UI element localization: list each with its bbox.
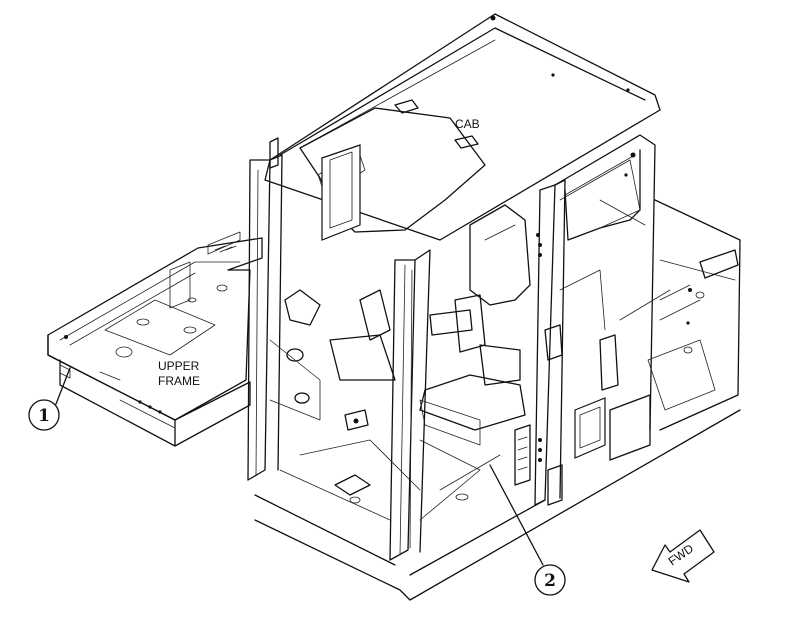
callout-2: 2	[489, 464, 566, 596]
cab-drawing	[247, 13, 741, 601]
callout-1-number: 1	[38, 406, 50, 426]
upper-frame-label-line1: UPPER	[158, 359, 200, 373]
callout-2-number: 2	[544, 571, 556, 591]
upper-frame-drawing	[47, 231, 263, 447]
cab-label: CAB	[455, 117, 480, 131]
fwd-arrow-icon: FWD	[651, 529, 715, 583]
callout-1: 1	[28, 367, 71, 431]
fwd-label: FWD	[666, 541, 697, 568]
upper-frame-label-line2: FRAME	[158, 374, 200, 388]
